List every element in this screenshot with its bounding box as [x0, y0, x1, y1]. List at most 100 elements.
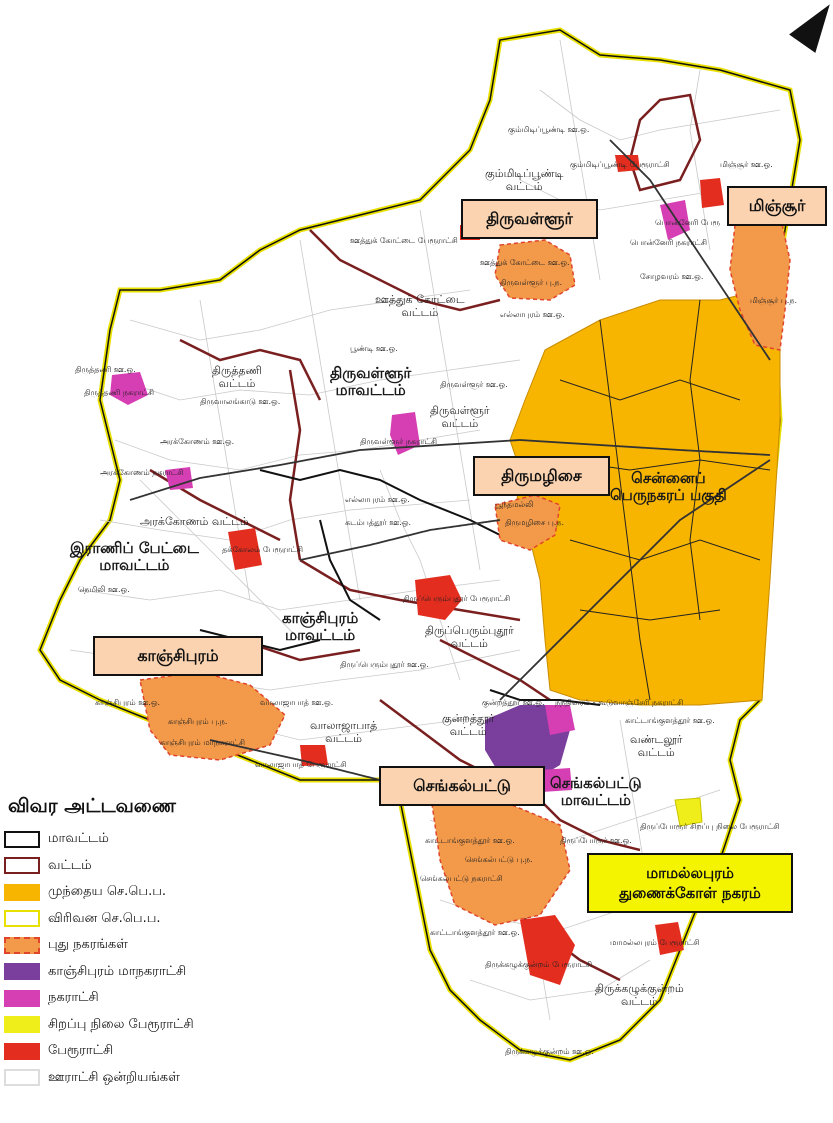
- label-vandalur-l2: வட்டம்: [637, 745, 675, 759]
- label-takkolam: தக்கோலம் பேரூராட்சி: [222, 545, 304, 554]
- legend-label: காஞ்சிபுரம் மாநகராட்சி: [48, 963, 187, 979]
- municipality-chengalpattu: [540, 768, 572, 792]
- legend-item: ஊராட்சி ஒன்றியங்கள்: [4, 1065, 304, 1092]
- label-tiruvallur-taluk-l2: வட்டம்: [441, 416, 479, 430]
- label-kanchipuram-district-l2: மாவட்டம்: [285, 626, 356, 645]
- legend-item: வட்டம்: [4, 853, 304, 880]
- special-town-panchayat-tiruporur: [674, 797, 703, 827]
- label-arakkonam-ou: அரக்கோணம் ஊ.ஒ.: [160, 437, 235, 446]
- legend-swatch: [4, 910, 40, 928]
- label-walajabad-l2: வட்டம்: [325, 731, 363, 745]
- label-poondi: பூண்டி ஊ.ஒ.: [350, 344, 398, 353]
- cma-internal-lines: [559, 299, 771, 701]
- label-tirukazhu-ou: திருக்கழுக்குன்றம் ஊ.ஒ.: [505, 1047, 594, 1056]
- label-tirukazhukundram-l2: வட்டம்: [620, 994, 658, 1008]
- new-towns: [139, 214, 791, 926]
- legend-label: மாவட்டம்: [48, 831, 109, 847]
- label-gummidipoondi-l2: வட்டம்: [505, 179, 543, 193]
- tp-walajabad: [300, 745, 328, 766]
- label-kundrathur-taluk: குன்றத்தூர் வட்டம்: [442, 712, 495, 738]
- label-ellapuram: எல்லாபுரம் ஊ.ஒ.: [500, 310, 565, 319]
- label-tiruvallur-pu: திருவள்ளூர் பு.ந.: [500, 278, 563, 287]
- label-tiruttani-na: திருத்தணி நகராட்சி: [84, 388, 155, 397]
- label-tiruvallur-na: திருவள்ளூர் நகராட்சி: [360, 437, 438, 446]
- callout-tirumazhisai: திருமழிசை: [473, 456, 610, 496]
- label-mamalla-pe: மாமல்லபுரம் பேரூராட்சி: [610, 938, 700, 947]
- label-chengalpattu-district-l1: செங்கல்பட்டு: [550, 774, 642, 792]
- legend-label: புது நகரங்கள்: [48, 937, 128, 953]
- label-ranipet-district-l2: மாவட்டம்: [99, 556, 170, 575]
- label-chennai-l2: பெருநகரப் பகுதி: [610, 486, 727, 505]
- callout-mamallapuram-line1: மாமல்லபுரம்: [646, 863, 734, 882]
- label-kattankulathur3: காட்டாங்குளத்தூர் ஊ.ஒ.: [430, 928, 520, 937]
- label-gummidipoondi-l1: கும்மிடிப்பூண்டி: [485, 167, 564, 180]
- label-kundrathur-l1: குன்றத்தூர்: [442, 712, 495, 725]
- legend-swatch: [4, 1069, 40, 1087]
- legend-items: மாவட்டம் வட்டம் முந்தைய செ.பெ.ப. விரிவன செ.…: [4, 826, 304, 1091]
- label-sriperumbudur-l1: திருப்பெரும்புதூர்: [425, 624, 514, 637]
- label-ranipet-district: இராணிப் பேட்டை மாவட்டம்: [70, 539, 199, 575]
- legend-swatch: [4, 830, 40, 848]
- label-kundrathur-ou: குன்றத்தூர் ஊ.ஒ.: [482, 698, 545, 707]
- label-tiruttani-ou: திருத்தணி ஊ.ஒ.: [75, 365, 136, 374]
- label-ponneri-pe: பொன்னேரி பேரூ: [655, 218, 720, 227]
- label-poonthamalli: பூந்தமல்லி: [495, 500, 534, 509]
- label-uthu-pe: ஊத்துக் கோட்டை பேரூராட்சி: [350, 236, 458, 245]
- label-tiruporur-pe: திருப்போரூர் சிறப்பு நிலை பேரூராட்சி: [640, 822, 780, 831]
- legend-item: காஞ்சிபுரம் மாநகராட்சி: [4, 959, 304, 986]
- legend-item: விரிவன செ.பெ.ப.: [4, 906, 304, 933]
- label-tirumazhisai-pu: திருமழிசை பு.ந.: [505, 518, 564, 527]
- legend-label: வட்டம்: [48, 857, 92, 873]
- callout-tiruvallur: திருவள்ளூர்: [461, 199, 598, 239]
- label-tiruvallur-taluk: திருவள்ளூர் வட்டம்: [430, 404, 490, 430]
- legend-swatch: [4, 963, 40, 981]
- label-walajabad-taluk: வாலாஜாபாத் வட்டம்: [310, 719, 377, 745]
- label-walaja-ou: வாலாஜாபாத் ஊ.ஒ.: [260, 698, 334, 707]
- callout-chengalpattu: செங்கல்பட்டு: [379, 766, 545, 806]
- label-tiruvallur-taluk-l1: திருவள்ளூர்: [430, 404, 490, 417]
- legend-label: சிறப்பு நிலை பேரூராட்சி: [48, 1016, 194, 1032]
- tp-takkolam: [228, 528, 262, 570]
- label-tiruvalangadu: திருவாலங்காடு ஊ.ஒ.: [200, 397, 281, 406]
- label-sholavaram: சோழவரம் ஊ.ஒ.: [640, 272, 704, 281]
- legend-item: நகராட்சி: [4, 985, 304, 1012]
- tp-sriperumbudur: [415, 575, 462, 620]
- label-arakkonam-na: அரக்கோணம் நகராட்சி: [100, 468, 184, 477]
- label-tiruttani-l2: வட்டம்: [218, 376, 256, 390]
- label-chengalpattu-pu: செங்கல்பட்டு பு.ந.: [465, 855, 533, 864]
- new-town-tiruvallur: [494, 239, 576, 301]
- new-town-kanchipuram: [139, 671, 286, 761]
- label-uthukottai-taluk: ஊத்துக் கோட்டை வட்டம்: [375, 293, 465, 319]
- label-tirukazhukundram-l1: திருக்கழுக்குன்றம்: [595, 982, 684, 995]
- label-tiruttani-l1: திருத்தணி: [212, 364, 262, 377]
- legend-label: பேரூராட்சி: [48, 1043, 114, 1059]
- label-chennai-metro: சென்னைப் பெருநகரப் பகுதி: [610, 469, 727, 505]
- legend-item: பேரூராட்சி: [4, 1038, 304, 1065]
- legend-title: விவர அட்டவணை: [8, 795, 176, 817]
- municipality-arakkonam: [165, 467, 193, 490]
- label-kattankulathur-ou: காட்டாங்குளத்தூர் ஊ.ஒ.: [625, 716, 715, 725]
- label-minjur-ou: மிஞ்சூர் ஊ.ஒ.: [720, 160, 773, 169]
- label-walaja-pe: வாலாஜாபாத் பேரூராட்சி: [255, 760, 347, 769]
- legend-swatch: [4, 936, 40, 954]
- label-chengalpattu-na: செங்கல்பட்டு நகராட்சி: [420, 874, 503, 883]
- tp-mamallapuram: [655, 922, 684, 955]
- label-tiruvallur-ou: திருவள்ளூர் ஊ.ஒ.: [440, 380, 508, 389]
- label-kadambathur: கடம்பத்தூர் ஊ.ஒ.: [345, 518, 412, 527]
- label-kattankulathur2: காட்டாங்குளத்தூர் ஊ.ஒ.: [425, 836, 515, 845]
- municipality-tiruttani: [110, 372, 148, 405]
- label-kanchi-ou: காஞ்சிபுரம் ஊ.ஒ.: [95, 698, 161, 707]
- tp-ponneri: [700, 178, 724, 208]
- label-minjur-pu: மிஞ்சூர் பு.ந.: [750, 296, 798, 305]
- legend-label: முந்தைய செ.பெ.ப.: [48, 884, 167, 900]
- callout-kanchipuram: காஞ்சிபுரம்: [93, 636, 263, 676]
- label-sriperumbudur-l2: வட்டம்: [450, 636, 488, 650]
- label-tiruporur-ou: திருப்போரூர் ஊ.ஒ.: [560, 836, 632, 845]
- label-chengalpattu-district: செங்கல்பட்டு மாவட்டம்: [550, 774, 642, 810]
- new-town-minjur: [729, 214, 791, 351]
- label-chennai-l1: சென்னைப்: [631, 469, 706, 487]
- new-town-tirumazhisai: [494, 494, 561, 551]
- label-tiruvallur-district-l1: திருவள்ளூர்: [330, 364, 412, 382]
- label-tiruttani-taluk: திருத்தணி வட்டம்: [212, 364, 262, 390]
